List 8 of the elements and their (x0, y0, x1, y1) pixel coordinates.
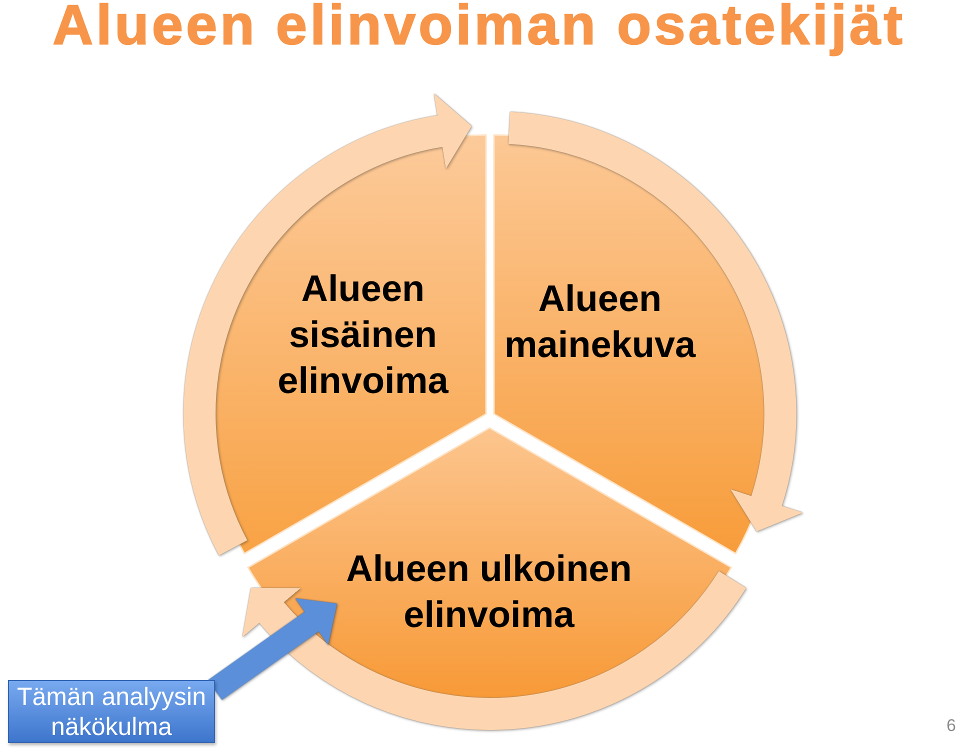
segment-label: Alueen ulkoinen elinvoima (345, 547, 633, 637)
segment-label: Alueen sisäinen elinvoima (276, 267, 450, 403)
callout-text: Tämän analyysin näkökulma (16, 682, 207, 742)
page-number: 6 (946, 716, 956, 736)
cycle-arrow (507, 112, 804, 532)
segment-label: Alueen mainekuva (503, 277, 697, 367)
title: Alueen elinvoiman osatekijät (52, 0, 906, 55)
cycle-arrow (244, 570, 746, 730)
